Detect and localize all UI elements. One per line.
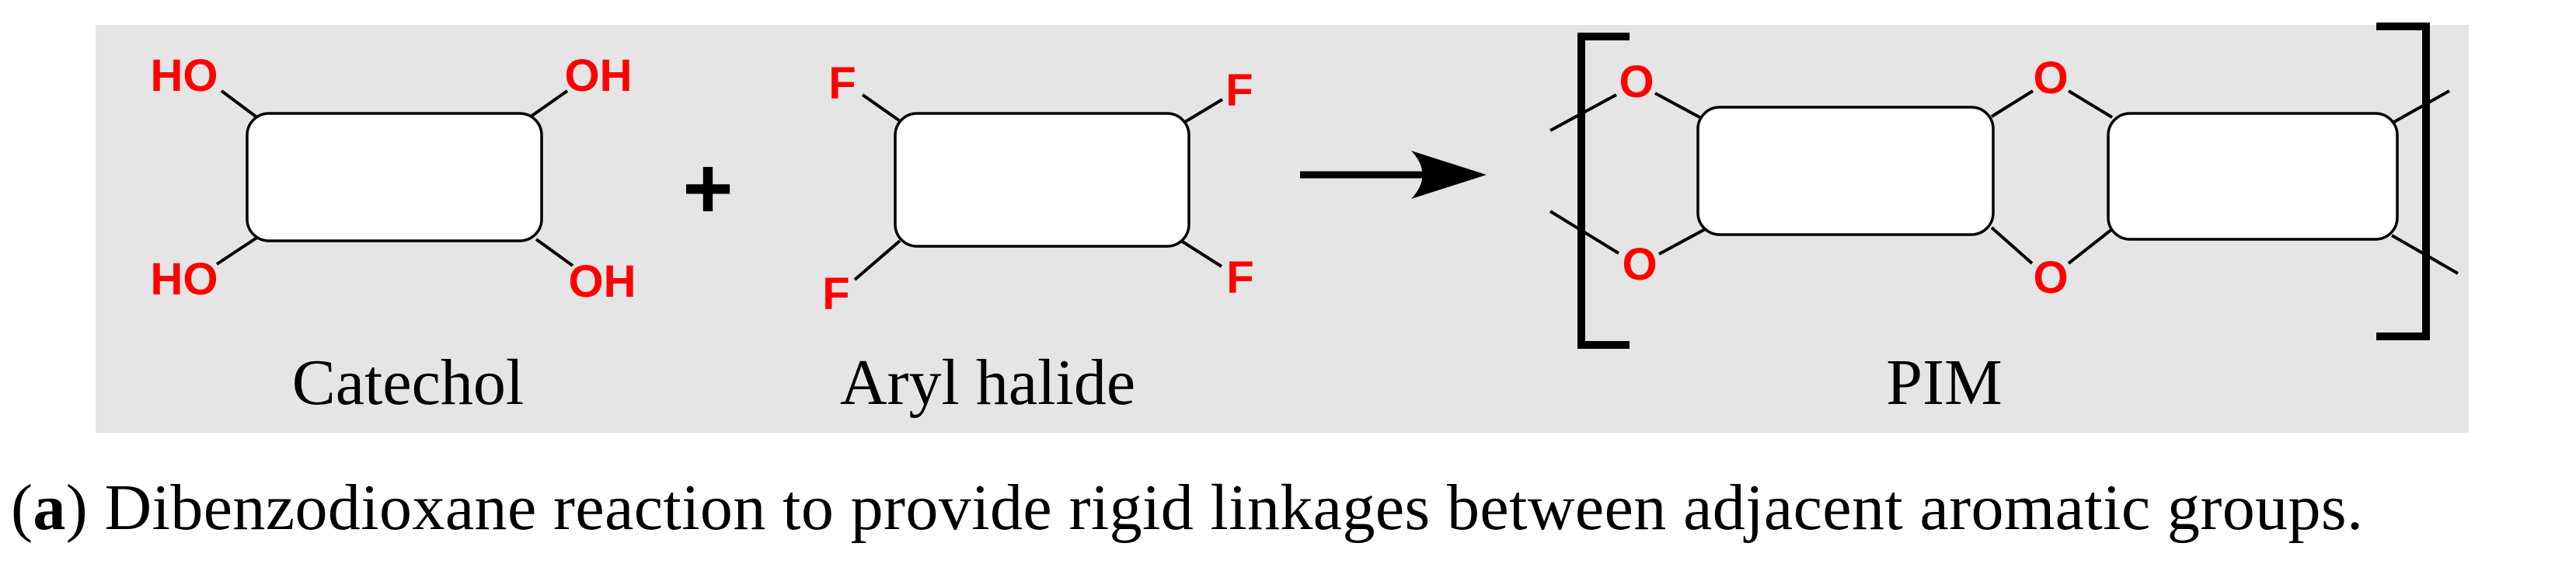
catechol-name-label: Catechol [292, 346, 525, 419]
catechol-oh-bottom-left-label: HO [151, 254, 218, 305]
caption-text: ) Dibenzodioxane reaction to provide rig… [65, 472, 2364, 544]
pim-oxygen-mid-bottom: O [2033, 252, 2068, 303]
pim-bond-omid-bottom-to-ring2 [2067, 228, 2114, 265]
catechol-bond-top-right [529, 89, 569, 118]
aryl-halide-name-label: Aryl halide [840, 346, 1135, 419]
aryl-f-top-left-label: F [828, 58, 856, 109]
caption-panel-letter: a [33, 472, 66, 544]
aryl-bond-top-left [861, 93, 901, 122]
figure-caption: (a) Dibenzodioxane reaction to provide r… [11, 475, 2363, 541]
pim-name-label: PIM [1886, 346, 2002, 419]
pim-aromatic-ring-1 [1696, 106, 1995, 236]
catechol-aromatic-ring [246, 112, 543, 242]
pim-bond-omid-top-to-ring2 [2067, 89, 2114, 119]
pim-structure: O O O O PIM [1549, 23, 2459, 419]
pim-bracket-right [2376, 23, 2430, 340]
catechol-bond-bottom-right [535, 238, 574, 267]
catechol-oh-top-left-label: HO [151, 50, 218, 101]
aryl-bond-bottom-right [1180, 239, 1223, 268]
aryl-halide-aromatic-ring [894, 112, 1190, 248]
aryl-f-bottom-right-label: F [1226, 252, 1253, 303]
aryl-f-bottom-left-label: F [822, 269, 849, 319]
pim-bond-ring1-to-omid-bottom [1990, 226, 2034, 265]
aryl-bond-bottom-left [853, 239, 901, 281]
reaction-arrow-icon [1300, 151, 1487, 199]
aryl-bond-top-right [1182, 98, 1224, 124]
pim-aromatic-ring-2 [2107, 112, 2399, 241]
catechol-oh-top-right-label: OH [565, 50, 633, 101]
pim-bond-ring1-to-omid-top [1990, 89, 2034, 118]
pim-oxygen-left-top: O [1619, 57, 1654, 107]
pim-oxygen-left-bottom: O [1622, 239, 1657, 290]
aryl-f-top-right-label: F [1225, 65, 1253, 116]
pim-bracket-left [1577, 33, 1630, 349]
aryl-halide-structure: F F F F Aryl halide [822, 58, 1253, 419]
catechol-bond-top-left [220, 89, 260, 120]
plus-operator: + [682, 140, 733, 237]
caption-open-paren: ( [11, 472, 33, 544]
pim-bond-oleft-bottom-to-ring1 [1658, 226, 1709, 256]
arrow-head [1411, 151, 1487, 199]
catechol-oh-bottom-right-label: OH [569, 256, 636, 307]
pim-terminal-bond-top-right [2385, 89, 2450, 128]
catechol-structure: HO OH HO OH Catechol [151, 50, 636, 419]
pim-oxygen-mid-top: O [2033, 53, 2068, 103]
catechol-bond-bottom-left [215, 235, 260, 266]
